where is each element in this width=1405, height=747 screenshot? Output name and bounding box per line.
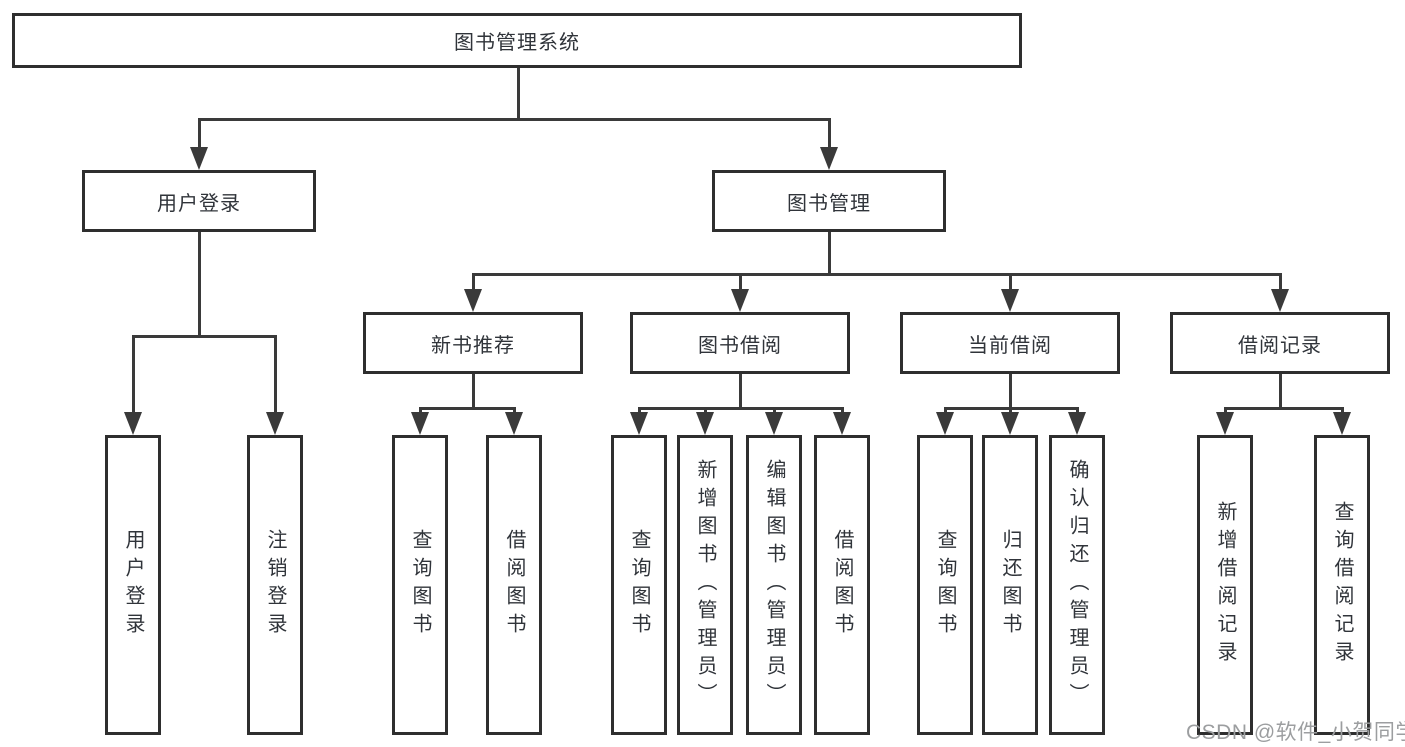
arrowhead-icon — [266, 412, 284, 435]
connector-line — [198, 232, 201, 335]
connector-line — [739, 374, 742, 407]
arrowhead-icon — [1001, 412, 1019, 435]
node-book-management: 图书管理 — [712, 170, 946, 232]
node-label: 借阅记录 — [1238, 334, 1322, 357]
connector-line — [274, 335, 277, 415]
arrowhead-icon — [1068, 412, 1086, 435]
arrowhead-icon — [1216, 412, 1234, 435]
connector-line — [132, 335, 277, 338]
arrowhead-icon — [464, 289, 482, 312]
leaf-query-books-recommend: 查询图书 — [392, 435, 448, 735]
leaf-add-book-admin: 新增图书（管理员） — [677, 435, 733, 735]
arrowhead-icon — [1271, 289, 1289, 312]
connector-line — [1009, 273, 1012, 292]
leaf-query-borrow-record: 查询借阅记录 — [1314, 435, 1370, 735]
connector-line — [517, 68, 520, 118]
connector-line — [739, 273, 742, 292]
node-library-management-system: 图书管理系统 — [12, 13, 1022, 68]
leaf-label: 新增图书（管理员） — [694, 459, 716, 711]
connector-line — [472, 273, 1282, 276]
connector-line — [828, 118, 831, 150]
connector-line — [198, 118, 201, 150]
arrowhead-icon — [765, 412, 783, 435]
node-label: 图书借阅 — [698, 334, 782, 357]
arrowhead-icon — [936, 412, 954, 435]
node-label: 图书管理 — [787, 192, 871, 215]
arrowhead-icon — [505, 412, 523, 435]
leaf-label: 查询图书 — [409, 529, 431, 641]
connector-line — [419, 407, 516, 410]
leaf-return-books: 归还图书 — [982, 435, 1038, 735]
leaf-label: 查询图书 — [934, 529, 956, 641]
arrowhead-icon — [731, 289, 749, 312]
node-label: 新书推荐 — [431, 334, 515, 357]
leaf-borrow-books-borrowing: 借阅图书 — [814, 435, 870, 735]
node-user-login: 用户登录 — [82, 170, 316, 232]
arrowhead-icon — [124, 412, 142, 435]
leaf-label: 新增借阅记录 — [1214, 501, 1236, 669]
node-current-borrowing: 当前借阅 — [900, 312, 1120, 374]
node-borrowing-records: 借阅记录 — [1170, 312, 1390, 374]
leaf-logout: 注销登录 — [247, 435, 303, 735]
arrowhead-icon — [833, 412, 851, 435]
leaf-edit-book-admin: 编辑图书（管理员） — [746, 435, 802, 735]
connector-line — [1009, 374, 1012, 407]
node-label: 图书管理系统 — [454, 32, 580, 54]
leaf-label: 用户登录 — [122, 529, 144, 641]
arrowhead-icon — [696, 412, 714, 435]
leaf-label: 借阅图书 — [503, 529, 525, 641]
connector-line — [1279, 374, 1282, 407]
leaf-query-books-current: 查询图书 — [917, 435, 973, 735]
connector-line — [472, 374, 475, 407]
leaf-confirm-return-admin: 确认归还（管理员） — [1049, 435, 1105, 735]
leaf-add-borrow-record: 新增借阅记录 — [1197, 435, 1253, 735]
leaf-borrow-books-recommend: 借阅图书 — [486, 435, 542, 735]
leaf-label: 编辑图书（管理员） — [763, 459, 785, 711]
arrowhead-icon — [820, 147, 838, 170]
arrowhead-icon — [1333, 412, 1351, 435]
arrowhead-icon — [190, 147, 208, 170]
node-book-borrowing: 图书借阅 — [630, 312, 850, 374]
connector-line — [828, 232, 831, 273]
connector-line — [638, 407, 844, 410]
leaf-label: 查询借阅记录 — [1331, 501, 1353, 669]
csdn-watermark: CSDN @软件_小贺同学 — [1186, 721, 1405, 744]
arrowhead-icon — [630, 412, 648, 435]
leaf-label: 确认归还（管理员） — [1066, 459, 1088, 711]
node-label: 当前借阅 — [968, 334, 1052, 357]
connector-line — [132, 335, 135, 415]
leaf-label: 查询图书 — [628, 529, 650, 641]
connector-line — [1279, 273, 1282, 292]
connector-line — [198, 118, 831, 121]
node-new-book-recommend: 新书推荐 — [363, 312, 583, 374]
leaf-label: 借阅图书 — [831, 529, 853, 641]
connector-line — [1224, 407, 1344, 410]
arrowhead-icon — [1001, 289, 1019, 312]
connector-line — [472, 273, 475, 292]
leaf-label: 归还图书 — [999, 529, 1021, 641]
arrowhead-icon — [411, 412, 429, 435]
leaf-user-login: 用户登录 — [105, 435, 161, 735]
leaf-query-books-borrowing: 查询图书 — [611, 435, 667, 735]
node-label: 用户登录 — [157, 192, 241, 215]
leaf-label: 注销登录 — [264, 529, 286, 641]
